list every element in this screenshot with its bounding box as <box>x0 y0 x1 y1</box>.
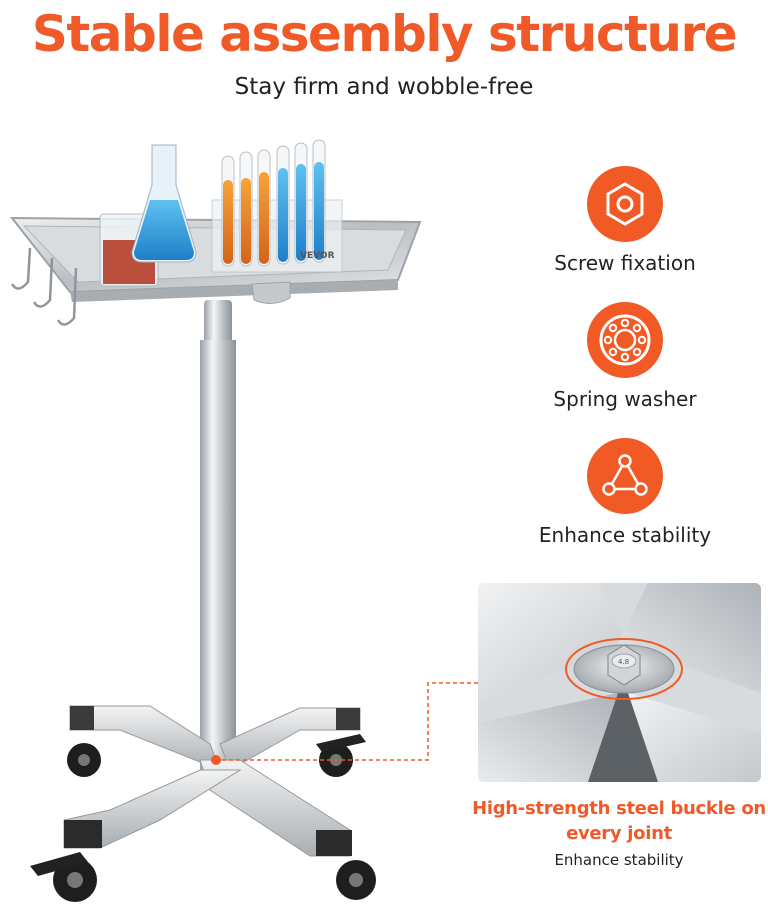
triangle-nodes-icon <box>602 454 648 496</box>
hooks <box>10 247 78 326</box>
page-subtitle: Stay firm and wobble-free <box>234 74 534 100</box>
feature-enhance-stability: Enhance stability <box>515 438 735 548</box>
feature-spring-washer: Spring washer <box>515 302 735 412</box>
brand-mark: VEVOR <box>300 251 335 261</box>
feature-label: Spring washer <box>553 387 697 411</box>
test-tubes <box>211 139 343 273</box>
page-title: Stable assembly structure <box>31 5 738 63</box>
detail-caption-subtitle: Enhance stability <box>554 851 684 869</box>
detail-caption-title: High-strength steel buckle on every join… <box>472 798 766 844</box>
feature-label: Enhance stability <box>538 523 712 547</box>
bolt-marking: 4.8 <box>618 658 629 666</box>
flask <box>131 144 197 263</box>
feature-label: Screw fixation <box>554 251 696 275</box>
product-illustration: VEVOR <box>9 139 422 902</box>
feature-screw-fixation: Screw fixation <box>515 166 735 276</box>
hex-nut-icon <box>606 182 644 226</box>
feature-badge <box>587 166 663 242</box>
joint-marker <box>211 755 221 765</box>
feature-badge <box>587 302 663 378</box>
joint-detail-image: 4.8 <box>478 583 761 782</box>
spring-washer-icon <box>599 314 651 366</box>
base <box>63 705 361 857</box>
feature-badge <box>587 438 663 514</box>
